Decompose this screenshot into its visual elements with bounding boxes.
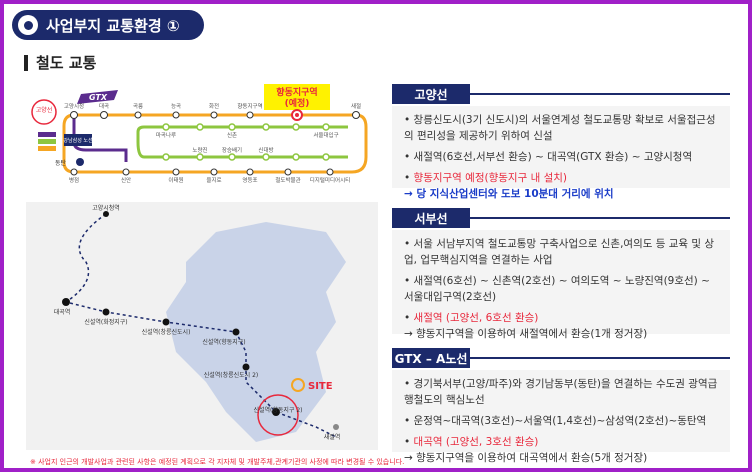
footnote: ※ 사업지 인근의 개발사업과 관련된 사항은 예정된 계획으로 각 지자체 및… [30,458,405,466]
bullet-item: • 경기북서부(고양/파주)와 경기남동부(동탄)을 연결하는 수도권 광역급행… [404,378,718,406]
svg-text:화전: 화전 [209,102,219,110]
panel-body: • 창릉신도시(3기 신도시)의 서울연계성 철도교통망 확보로 서울접근성의 … [392,106,730,200]
svg-text:신대방: 신대방 [258,146,273,154]
panel-header: GTX – A노선 [392,348,730,368]
section-title-text: 철도 교통 [36,54,97,72]
section-marker [24,54,28,71]
highlight-station-note: (예정) [285,97,310,109]
highlight-station-box [264,84,330,110]
site-label: SITE [308,381,333,392]
svg-text:마곡나루: 마곡나루 [156,131,176,139]
section-title: 철도 교통 [24,52,96,73]
svg-text:병점: 병점 [69,176,79,184]
bullet-item: • 대곡역 (고양선, 3호선 환승)→ 향동지구역을 이용하여 대곡역에서 환… [404,436,648,464]
dongtan-label: 동탄 [55,159,67,167]
bullet-item: • 서울 서남부지역 철도교통망 구축사업으로 신촌,여의도 등 교육 및 상업… [404,238,715,266]
bullet-item: • 새절역(6호선) ~ 신촌역(2호선) ~ 여의도역 ~ 노량진역(9호선)… [404,275,710,303]
location-map: SITE 고양시청역 대곡역 신설역(화정지구) 신설역(창릉신도시) 신설역(… [26,202,378,450]
bullet-item: • 새절역 (고양선, 6호선 환승)→ 향동지구역을 이용하여 새절역에서 환… [404,312,648,340]
svg-text:철도박물관: 철도박물관 [275,176,300,184]
svg-text:능곡: 능곡 [171,103,181,110]
panel-seobu: 서부선 • 서울 서남부지역 철도교통망 구축사업으로 신촌,여의도 등 교육 … [392,208,730,340]
page-header: 사업부지 교통환경 ① [12,10,204,40]
header-bullet-icon [18,15,38,35]
svg-text:대곡역: 대곡역 [54,308,71,316]
panel-body: • 경기북서부(고양/파주)와 경기남동부(동탄)을 연결하는 수도권 광역급행… [392,370,730,464]
svg-text:디지털미디어시티: 디지털미디어시티 [310,176,350,184]
dongtan-marker [76,158,84,166]
svg-text:신설역(창릉신도시 2): 신설역(창릉신도시 2) [204,371,259,379]
svg-text:신설역(창릉신도시): 신설역(창릉신도시) [142,328,191,336]
seobu-line-path [136,125,348,159]
metro-line-map: 향동지구역 (예정) GTX [26,82,378,194]
route-path [64,213,337,438]
panel-goyang: 고양선 • 창릉신도시(3기 신도시)의 서울연계성 철도교통망 확보로 서울접… [392,84,730,200]
site-station-ring [257,394,299,436]
bullet-item: • 창릉신도시(3기 신도시)의 서울연계성 철도교통망 확보로 서울접근성의 … [404,114,716,142]
panel-header: 서부선 [392,208,730,228]
bullet-item: • 향동지구역 예정(향동지구 내 설치)→ 당 지식산업센터와 도보 10분대… [404,172,614,200]
gtx-logo-text: GTX [89,93,108,102]
panel-tag: 고양선 [392,84,470,104]
svg-text:장승배기: 장승배기 [222,146,242,154]
panel-tag: GTX – A노선 [392,348,470,368]
goyang-badge [31,99,57,125]
svg-text:신안: 신안 [121,176,131,184]
bullet-item: • 운정역~대곡역(3호선)~서울역(1,4호선)~삼성역(2호선)~동탄역 [404,415,707,427]
panel-header: 고양선 [392,84,730,104]
district-area-shape [166,222,346,442]
location-map-svg: SITE 고양시청역 대곡역 신설역(화정지구) 신설역(창릉신도시) 신설역(… [54,204,346,442]
goyang-line-path [62,113,368,174]
svg-text:신설역(향동지구): 신설역(향동지구) [202,338,245,346]
site-marker-icon [291,378,305,392]
svg-text:새절: 새절 [351,102,361,110]
svg-text:신촌: 신촌 [227,131,237,139]
gtx-logo-icon: GTX [77,90,118,104]
goyang-badge-text: 고양선 [36,106,53,114]
gangnam-badge [64,134,92,146]
metro-line-svg: 향동지구역 (예정) GTX [31,84,368,184]
svg-text:신설역(향동지구 2): 신설역(향동지구 2) [253,406,302,414]
svg-text:노량진: 노량진 [192,146,207,154]
svg-text:고양시청역: 고양시청역 [92,204,120,212]
svg-text:을지로: 을지로 [206,176,221,184]
svg-text:향동지구역: 향동지구역 [237,102,262,110]
svg-text:새절역: 새절역 [324,433,341,441]
svg-text:이태원: 이태원 [168,176,183,184]
panel-body: • 서울 서남부지역 철도교통망 구축사업으로 신촌,여의도 등 교육 및 상업… [392,230,730,340]
svg-text:곡릉: 곡릉 [133,103,143,110]
svg-text:신설역(화정지구): 신설역(화정지구) [84,318,127,326]
gangnam-badge-text: 강남삼성 노선 [63,137,93,144]
svg-text:영등포: 영등포 [242,176,257,184]
svg-text:대곡: 대곡 [99,102,109,110]
svg-text:서울대입구: 서울대입구 [313,131,338,139]
panel-tag: 서부선 [392,208,470,228]
page-title: 사업부지 교통환경 ① [46,16,180,35]
svg-text:고양시청: 고양시청 [64,102,84,110]
highlight-station-name: 향동지구역 [276,86,317,98]
panel-gtx-a: GTX – A노선 • 경기북서부(고양/파주)와 경기남동부(동탄)을 연결하… [392,348,730,464]
bullet-item: • 새절역(6호선,서부선 환승) ~ 대곡역(GTX 환승) ~ 고양시청역 [404,151,693,163]
